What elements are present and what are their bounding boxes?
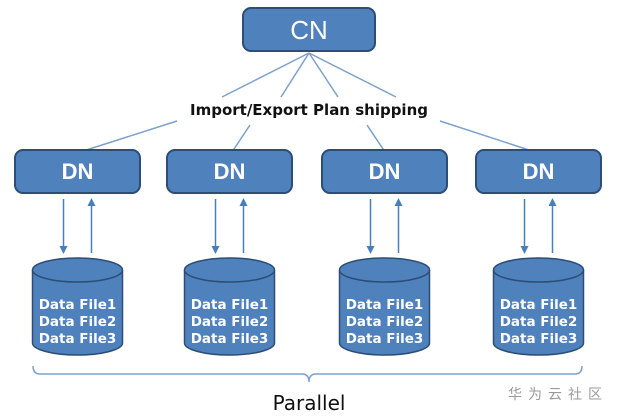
- connector-line: [280, 52, 310, 98]
- dn-label: DN: [214, 159, 246, 184]
- dn-box: [475, 149, 602, 194]
- cylinder-body: [183, 270, 276, 356]
- dn-node[interactable]: DN: [14, 149, 141, 194]
- dn-label: DN: [62, 159, 94, 184]
- data-file-label: Data File2: [191, 314, 269, 330]
- cylinder-body: [338, 270, 431, 356]
- data-file-label: Data File1: [500, 297, 578, 313]
- dn-node[interactable]: DN: [166, 149, 293, 194]
- connector-line: [366, 124, 386, 153]
- cylinder-top: [338, 257, 431, 283]
- dn-box: [321, 149, 448, 194]
- plan-shipping-label: Import/Export Plan shipping: [190, 101, 428, 119]
- connector-line: [308, 52, 339, 98]
- dn-box: [166, 149, 293, 194]
- dn-label: DN: [369, 159, 401, 184]
- parallel-label: Parallel: [273, 391, 346, 415]
- dn-node[interactable]: DN: [475, 149, 602, 194]
- data-file-label: Data File3: [500, 331, 578, 347]
- data-file-label: Data File3: [346, 331, 424, 347]
- parallel-brace: [32, 365, 583, 383]
- cylinder-top: [31, 257, 124, 283]
- cn-box: [242, 7, 376, 52]
- connector-line: [308, 52, 397, 98]
- cylinder-body: [31, 270, 124, 356]
- data-file-label: Data File3: [191, 331, 269, 347]
- data-file-label: Data File2: [346, 314, 424, 330]
- data-file-label: Data File1: [39, 297, 117, 313]
- data-file-label: Data File3: [39, 331, 117, 347]
- cylinder-body: [492, 270, 585, 356]
- cn-connectors: [79, 52, 536, 153]
- cylinder-top: [492, 257, 585, 283]
- data-file-label: Data File2: [500, 314, 578, 330]
- data-file-label: Data File2: [39, 314, 117, 330]
- cn-node[interactable]: CN: [242, 7, 376, 52]
- watermark: 华为云社区: [508, 387, 608, 403]
- connector-line: [221, 52, 310, 98]
- dn-box: [14, 149, 141, 194]
- connector-line: [231, 124, 251, 153]
- dn-node[interactable]: DN: [321, 149, 448, 194]
- data-file-label: Data File1: [346, 297, 424, 313]
- connector-line: [439, 120, 536, 153]
- dn-label: DN: [523, 159, 555, 184]
- connector-line: [79, 120, 178, 153]
- data-file-label: Data File1: [191, 297, 269, 313]
- cn-label: CN: [290, 15, 328, 45]
- cylinder-top: [183, 257, 276, 283]
